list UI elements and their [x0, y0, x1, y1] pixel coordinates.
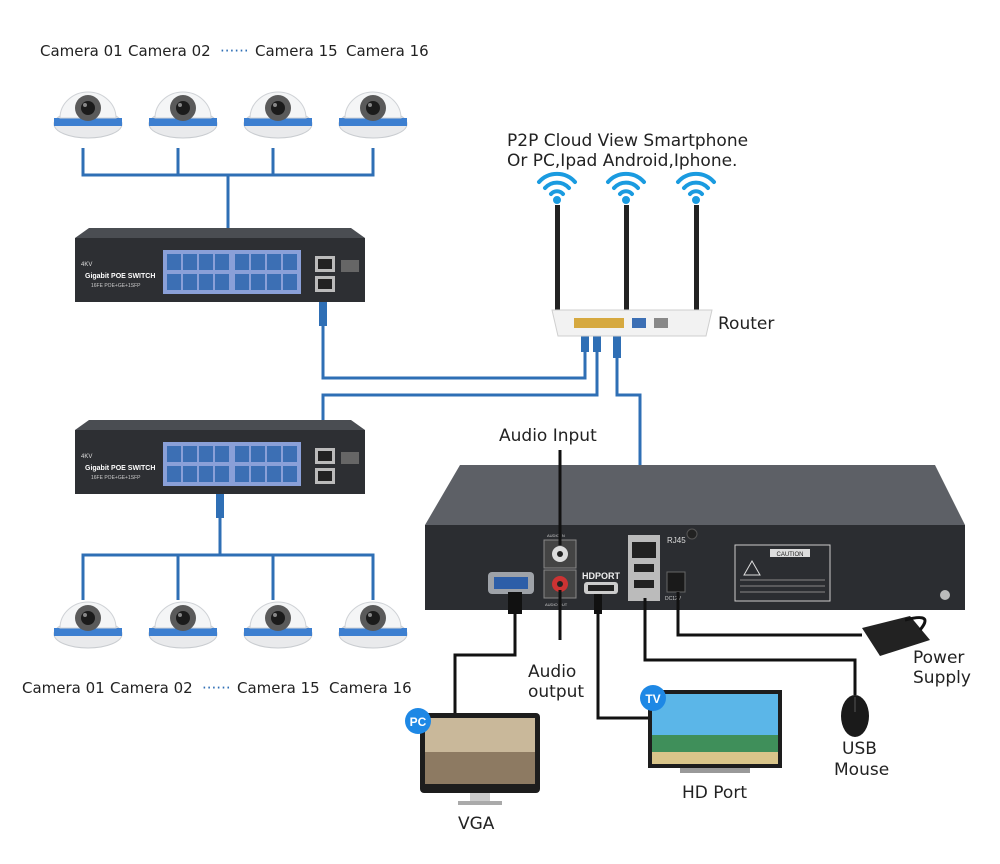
svg-text:Camera 02: Camera 02: [110, 679, 193, 697]
svg-text:DC12V: DC12V: [665, 596, 682, 602]
nvr-hdmi-port-label: HDPORT: [582, 571, 621, 581]
svg-text:4KV: 4KV: [81, 454, 92, 460]
power-cable: [676, 592, 862, 637]
tv-monitor: TV: [640, 685, 782, 773]
svg-text:Mouse: Mouse: [834, 760, 889, 780]
svg-text:Gigabit POE SWITCH: Gigabit POE SWITCH: [85, 465, 155, 472]
vga-plug: [508, 592, 522, 614]
pc-monitor: PC: [405, 708, 540, 805]
router-label: Router: [718, 314, 774, 334]
tv-badge: [640, 685, 666, 711]
bottom-camera-labels: Camera 01 Camera 02 ······ Camera 15 Cam…: [22, 679, 412, 697]
svg-text:Camera 16: Camera 16: [329, 679, 412, 697]
wifi-icon: [606, 171, 646, 204]
svg-text:Gigabit POE SWITCH: Gigabit POE SWITCH: [85, 273, 155, 280]
camera-15-top: [243, 91, 313, 139]
camera-01-bottom: [53, 601, 123, 649]
poe-switch-top: 4KV Gigabit POE SWITCH 16FE POE+GE+1SFP: [75, 228, 365, 302]
peripheral-cables: [453, 450, 862, 720]
bottom-cameras: [53, 601, 408, 649]
svg-text:Camera 01: Camera 01: [40, 42, 123, 60]
svg-text:AUDIO OUT: AUDIO OUT: [545, 602, 568, 607]
cloud-text-line1: P2P Cloud View Smartphone: [507, 131, 748, 151]
wifi-icon: [676, 171, 716, 204]
svg-text:Camera 16: Camera 16: [346, 42, 429, 60]
svg-text:Camera 15: Camera 15: [255, 42, 338, 60]
vga-cable: [453, 594, 517, 715]
svg-text:······: ······: [220, 42, 249, 60]
svg-text:Supply: Supply: [913, 668, 971, 688]
svg-text:16FE POE+GE+1SFP: 16FE POE+GE+1SFP: [91, 475, 141, 481]
cloud-text-line2: Or PC,Ipad Android,Iphone.: [507, 151, 737, 171]
hd-port-label: HD Port: [682, 783, 747, 803]
svg-text:output: output: [528, 682, 584, 702]
bottom-camera-cables: [81, 490, 375, 600]
camera-02-bottom: [148, 601, 218, 649]
top-camera-labels: Camera 01 Camera 02 ······ Camera 15 Cam…: [40, 42, 429, 60]
svg-text:Camera 15: Camera 15: [237, 679, 320, 697]
router: [551, 205, 713, 337]
wifi-icon: [537, 171, 577, 204]
power-supply-label: Power: [913, 648, 964, 668]
hdmi-plug: [594, 594, 602, 614]
power-supply-adapter: [862, 616, 930, 656]
top-camera-cables: [81, 148, 375, 240]
camera-02-top: [148, 91, 218, 139]
router-nvr-cable: [615, 335, 642, 530]
usb-cable: [643, 598, 857, 695]
svg-text:4KV: 4KV: [81, 262, 92, 268]
camera-15-bottom: [243, 601, 313, 649]
svg-text:RJ45: RJ45: [667, 536, 686, 545]
camera-16-top: [338, 91, 408, 139]
pc-badge: [405, 708, 431, 734]
camera-16-bottom: [338, 601, 408, 649]
top-cameras: [53, 91, 408, 139]
hdmi-cable: [596, 594, 652, 720]
switch1-router-cable: [321, 300, 587, 380]
audio-output-label: Audio: [528, 662, 576, 682]
svg-text:Camera 01: Camera 01: [22, 679, 105, 697]
svg-text:AUDIO IN: AUDIO IN: [547, 533, 565, 538]
usb-mouse-label: USB: [842, 739, 877, 759]
svg-text:TV: TV: [645, 692, 660, 706]
svg-text:CAUTION: CAUTION: [777, 552, 804, 558]
camera-01-top: [53, 91, 123, 139]
svg-text:Camera 02: Camera 02: [128, 42, 211, 60]
poe-switch-bottom: 4KV Gigabit POE SWITCH 16FE POE+GE+1SFP: [75, 420, 365, 494]
vga-label: VGA: [458, 814, 495, 834]
svg-text:······: ······: [202, 679, 231, 697]
svg-text:16FE POE+GE+1SFP: 16FE POE+GE+1SFP: [91, 283, 141, 289]
audio-input-label: Audio Input: [499, 426, 597, 446]
svg-text:PC: PC: [410, 715, 427, 729]
nvr-recorder: CAUTION RJ45 AUDIO IN AUDIO OUT DC12V: [425, 465, 965, 610]
usb-mouse: [841, 695, 869, 737]
wifi-icons: [537, 171, 716, 204]
